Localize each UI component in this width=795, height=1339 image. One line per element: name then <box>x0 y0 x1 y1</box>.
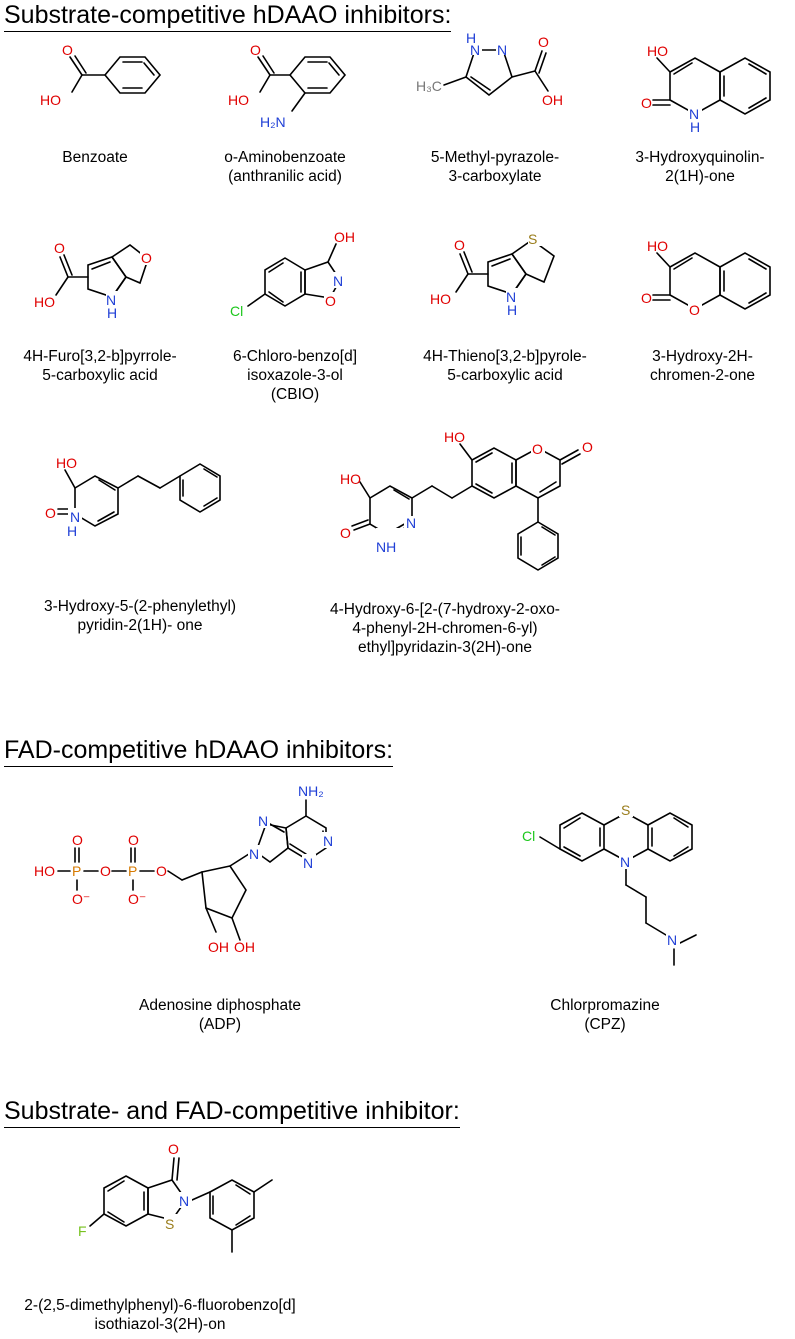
atom-o1: O <box>72 832 83 848</box>
pyrazole-caption: 5-Methyl-pyrazole- 3-carboxylate <box>430 149 560 185</box>
furopyrrole-structure: O N H O HO <box>34 240 154 321</box>
atom-n-dimethyl: N <box>667 932 677 948</box>
atom-oh: OH <box>542 92 563 108</box>
atom-o: O <box>325 293 336 309</box>
benzothiazolone-structure: O N S F <box>78 1141 273 1253</box>
adp-structure: HO P O O⁻ O P O O⁻ O OH OH N N N N NH₂ <box>34 783 334 955</box>
atom-n: N <box>506 289 516 305</box>
atom-n: N <box>333 273 343 289</box>
atom-o-ring: O <box>532 441 543 457</box>
adp-caption: Adenosine diphosphate (ADP) <box>138 997 302 1033</box>
atom-h: H <box>466 30 476 46</box>
atom-ho: HO <box>56 455 77 471</box>
atom-s: S <box>621 802 630 818</box>
atom-o: O <box>454 237 465 253</box>
pyrazole-structure: H N N H₃C O OH <box>416 30 563 108</box>
cbio-structure: OH N O Cl <box>230 229 355 319</box>
atom-oh: HO <box>430 291 451 307</box>
atom-n: N <box>106 292 116 308</box>
quinolinone-structure: HO O N H <box>641 43 771 135</box>
atom-n2: N <box>497 42 507 58</box>
atom-n1: N <box>406 515 416 531</box>
atom-n10: N <box>620 854 630 870</box>
furopyrrole-caption: 4H-Furo[3,2-b]pyrrole- 5-carboxylic acid <box>23 348 177 384</box>
atom-oh-2: OH <box>208 939 229 955</box>
atom-cl: Cl <box>522 828 535 844</box>
atom-oh: OH <box>334 229 355 245</box>
atom-o1-minus: O⁻ <box>72 891 90 907</box>
atom-nh2: H₂N <box>260 114 286 130</box>
atom-oh: HO <box>34 294 55 310</box>
atom-ho: HO <box>647 43 668 59</box>
section-heading-substrate-competitive: Substrate-competitive hDAAO inhibitors: <box>4 0 452 32</box>
atom-o: O <box>54 240 65 256</box>
atom-nh2: NH₂ <box>298 783 324 799</box>
atom-o-ring: O <box>141 250 152 266</box>
atom-o: O <box>168 1141 179 1157</box>
atom-s: S <box>165 1216 174 1232</box>
atom-o: O <box>641 290 652 306</box>
atom-o2: O <box>128 832 139 848</box>
cbio-caption: 6-Chloro-benzo[d] isoxazole-3-ol (CBIO) <box>232 348 358 403</box>
atom-f: F <box>78 1223 87 1239</box>
cpz-structure: S N N Cl <box>522 801 697 966</box>
atom-cl: Cl <box>230 303 243 319</box>
cpz-caption: Chlorpromazine (CPZ) <box>550 997 660 1033</box>
aminobenzoate-caption: o-Aminobenzoate (anthranilic acid) <box>224 149 346 185</box>
aminobenzoate-structure: O HO H₂N <box>228 42 347 130</box>
atom-o-bridge2: O <box>156 863 167 879</box>
atom-n: N <box>689 106 699 122</box>
atom-o-ring: O <box>689 302 700 318</box>
benzoate-caption: Benzoate <box>62 149 128 166</box>
atom-n1: N <box>323 833 333 849</box>
atom-ho: HO <box>647 238 668 254</box>
atom-oh: HO <box>228 92 249 108</box>
atom-n: N <box>70 509 80 525</box>
atom-o-pyridazine: O <box>340 525 351 541</box>
atom-oh-3: OH <box>234 939 255 955</box>
pyridazinone-structure: HO O O HO O N NH <box>340 429 593 571</box>
atom-o: O <box>641 95 652 111</box>
atom-nh: NH <box>376 539 396 555</box>
atom-o: O <box>250 42 261 58</box>
chromenone-structure: HO O O <box>641 238 771 318</box>
atom-h: H <box>107 305 117 321</box>
benzoate-structure: O HO <box>40 42 162 108</box>
benzothiazolone-caption: 2-(2,5-dimethylphenyl)-6-fluorobenzo[d] … <box>24 1297 296 1333</box>
atom-oh: HO <box>40 92 61 108</box>
atom-s: S <box>528 231 537 247</box>
thienopyrrole-structure: S N H O HO <box>430 230 555 318</box>
atom-n9: N <box>249 846 259 862</box>
atom-p2: P <box>128 863 137 879</box>
atom-ch3: H₃C <box>416 78 442 94</box>
atom-p1: P <box>72 863 81 879</box>
atom-o: O <box>538 34 549 50</box>
atom-o2-minus: O⁻ <box>128 891 146 907</box>
atom-o: O <box>62 42 73 58</box>
chromenone-caption: 3-Hydroxy-2H- chromen-2-one <box>649 348 756 384</box>
atom-o: O <box>45 505 56 521</box>
atom-n3: N <box>303 855 313 871</box>
atom-n7: N <box>258 813 268 829</box>
atom-n: N <box>179 1193 189 1209</box>
atom-ho-pyridazine: HO <box>340 471 361 487</box>
section-heading-fad-competitive: FAD-competitive hDAAO inhibitors: <box>4 735 394 767</box>
atom-o-bridge1: O <box>100 863 111 879</box>
thienopyrrole-caption: 4H-Thieno[3,2-b]pyrole- 5-carboxylic aci… <box>423 348 587 384</box>
atom-h: H <box>67 523 77 539</box>
atom-n1: N <box>470 42 480 58</box>
atom-h: H <box>507 302 517 318</box>
atom-h: H <box>690 119 700 135</box>
section-heading-dual-competitive: Substrate- and FAD-competitive inhibitor… <box>4 1096 460 1128</box>
atom-o-carbonyl: O <box>582 439 593 455</box>
pyridazinone-caption: 4-Hydroxy-6-[2-(7-hydroxy-2-oxo- 4-pheny… <box>330 601 560 656</box>
quinolinone-caption: 3-Hydroxyquinolin- 2(1H)-one <box>635 149 765 185</box>
pyridinone-structure: HO O N H <box>45 455 221 539</box>
pyridinone-caption: 3-Hydroxy-5-(2-phenylethyl) pyridin-2(1H… <box>43 598 237 634</box>
atom-ho-chromen: HO <box>444 429 465 445</box>
atom-ho: HO <box>34 863 55 879</box>
